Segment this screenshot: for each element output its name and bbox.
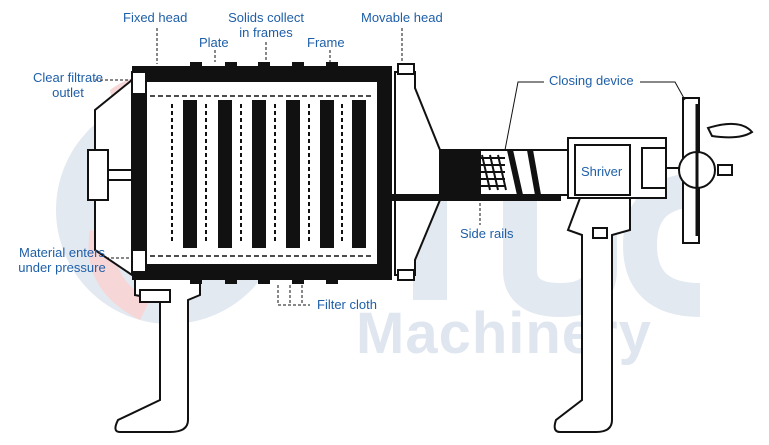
label-material-line2: under pressure [18,260,106,275]
label-material-enters: Material enters under pressure [6,245,118,275]
label-clear-line1: Clear filtrate [32,70,104,85]
filter-body [131,62,392,284]
left-leg [114,274,201,433]
screw-thread [480,154,507,191]
leader-lines [95,28,686,306]
plates-and-frames [171,100,366,248]
label-side-rails: Side rails [460,226,514,241]
movable-head [394,63,441,281]
label-material-line1: Material enters [19,245,105,260]
label-movable-head: Movable head [361,10,443,25]
label-solids-line1: Solids collect [228,10,304,25]
label-closing-device: Closing device [549,73,634,88]
side-rails [379,149,576,201]
label-clear-filtrate: Clear filtrate outlet [18,70,118,100]
label-clear-line2: outlet [52,85,84,100]
handwheel [678,97,754,244]
label-filter-cloth: Filter cloth [317,297,377,312]
label-solids-line2: in frames [239,25,293,40]
label-fixed-head: Fixed head [123,10,188,25]
label-plate: Plate [199,35,229,50]
label-frame: Frame [307,35,345,50]
closing-device [567,137,690,199]
label-solids: Solids collect in frames [225,10,307,40]
label-shriver: Shriver [581,164,623,179]
right-leg [553,197,631,433]
